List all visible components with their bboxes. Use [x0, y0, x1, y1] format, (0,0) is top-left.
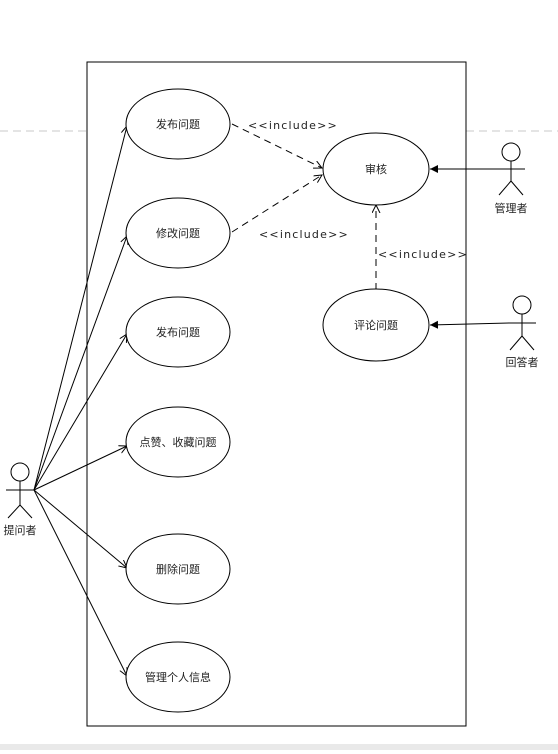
- use-case-label: 审核: [365, 162, 387, 176]
- actor-admin-label: 管理者: [495, 201, 528, 215]
- use-case-label: 点赞、收藏问题: [140, 435, 217, 449]
- use-case-label: 评论问题: [354, 318, 398, 332]
- assoc-manage-info: [33, 489, 127, 676]
- assoc-publish-1: [33, 126, 127, 491]
- use-case-label: 修改问题: [156, 226, 200, 240]
- use-case-delete[interactable]: 删除问题: [125, 533, 231, 605]
- actor-asker-label: 提问者: [4, 524, 37, 537]
- system-boundary: [86, 61, 467, 727]
- actor-head: [512, 295, 532, 315]
- include-line-2: [231, 175, 322, 233]
- use-case-label: 发布问题: [156, 325, 200, 339]
- assoc-modify: [33, 236, 127, 491]
- actor-asker[interactable]: [6, 462, 34, 519]
- actor-answerer-label: 回答者: [506, 355, 539, 369]
- include-label-1: <<include>>: [248, 119, 338, 132]
- use-case-modify[interactable]: 修改问题: [125, 197, 231, 269]
- use-case-publish-2[interactable]: 发布问题: [125, 296, 231, 368]
- include-line-1: [231, 123, 322, 168]
- use-case-like-collect[interactable]: 点赞、收藏问题: [125, 406, 231, 478]
- assoc-delete: [33, 489, 127, 568]
- include-label-2: <<include>>: [259, 228, 349, 241]
- assoc-publish-2: [33, 334, 127, 491]
- actor-head: [501, 142, 521, 162]
- bottom-scroll-bar: [0, 744, 558, 750]
- include-relations: [231, 123, 376, 290]
- assoc-like-collect: [33, 446, 127, 491]
- use-case-label: 管理个人信息: [145, 670, 211, 684]
- actor-answerer[interactable]: [508, 295, 536, 351]
- asker-associations: [33, 126, 127, 676]
- use-case-manage-info[interactable]: 管理个人信息: [125, 641, 231, 713]
- use-case-review[interactable]: 审核: [322, 132, 430, 206]
- use-case-comment[interactable]: 评论问题: [322, 288, 430, 362]
- use-case-label: 删除问题: [156, 562, 200, 576]
- include-label-3: <<include>>: [378, 248, 468, 261]
- assoc-answerer-comment: [429, 320, 511, 329]
- actor-head: [10, 462, 30, 482]
- use-case-label: 发布问题: [156, 117, 200, 131]
- use-case-publish-1[interactable]: 发布问题: [125, 88, 231, 160]
- actor-admin[interactable]: [497, 142, 525, 196]
